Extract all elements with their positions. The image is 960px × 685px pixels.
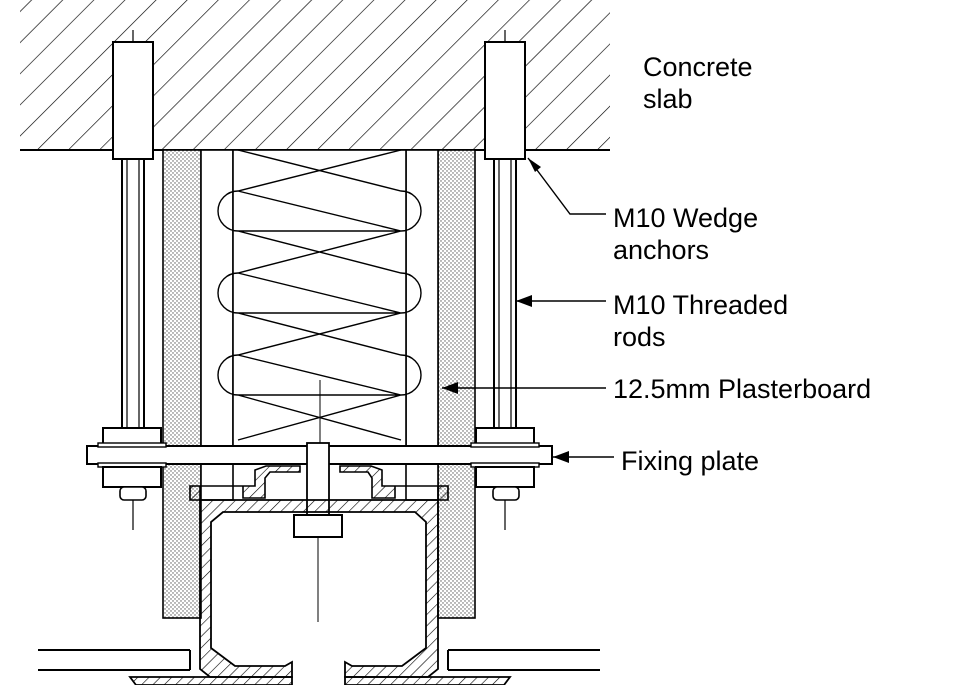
label-threaded-rods: M10 Threaded rods (613, 289, 788, 353)
label-concrete-slab-line2: slab (643, 84, 693, 114)
label-fixing-plate: Fixing plate (621, 446, 760, 476)
ceiling-board-right (447, 649, 600, 671)
nut-left (97, 427, 167, 501)
label-plasterboard: 12.5mm Plasterboard (613, 374, 872, 404)
leader-fixing-plate (553, 451, 614, 463)
leader-wedge-anchors (527, 157, 606, 215)
stud-left (200, 149, 234, 501)
ceiling-board-left (38, 649, 191, 671)
label-concrete-slab-line1: Concrete (643, 52, 753, 82)
bottom-flange (128, 676, 512, 685)
threaded-rod-left (121, 158, 145, 530)
label-wedge-anchors-line1: M10 Wedge (613, 203, 759, 233)
wedge-anchor-right (484, 30, 526, 160)
nut-right (470, 427, 540, 501)
wedge-anchor-left (112, 30, 154, 160)
leader-plasterboard (442, 382, 606, 394)
plasterboard-left (162, 149, 202, 619)
label-threaded-rods-line2: rods (613, 322, 666, 352)
label-wedge-anchors: M10 Wedge anchors (613, 202, 758, 266)
label-threaded-rods-line1: M10 Threaded (613, 290, 789, 320)
insulation (217, 149, 422, 447)
central-bolt (293, 442, 343, 622)
top-track (189, 465, 449, 501)
label-wedge-anchors-line2: anchors (613, 235, 710, 265)
label-concrete-slab: Concrete slab (643, 51, 753, 115)
leader-threaded-rods (516, 295, 606, 307)
stud-right (405, 149, 439, 501)
